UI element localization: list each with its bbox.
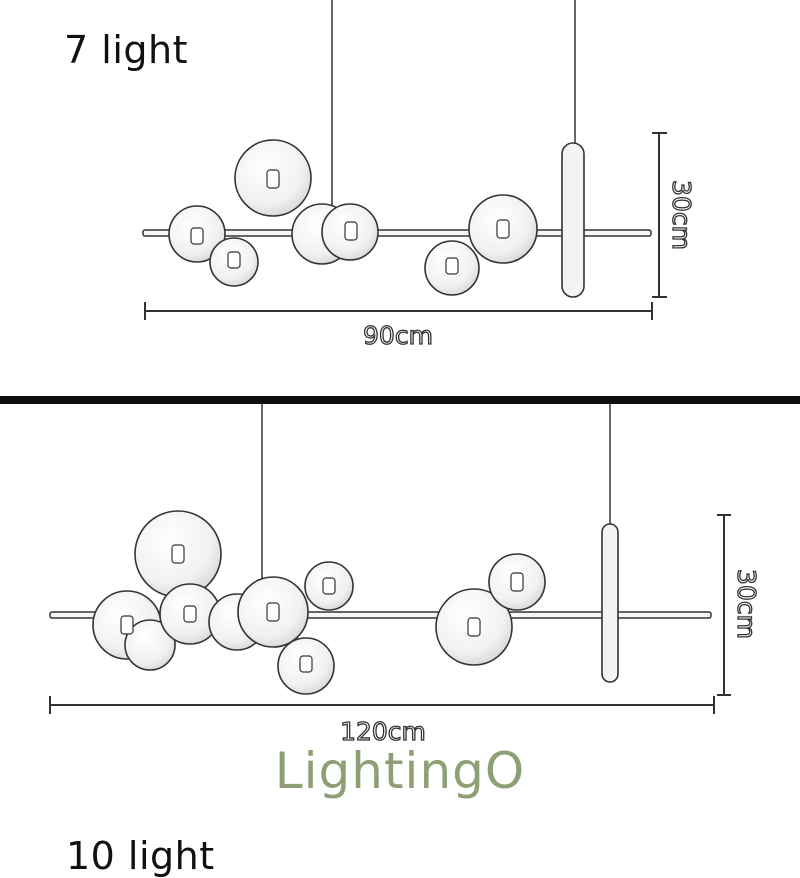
- width-label: 90cm: [363, 321, 433, 350]
- height-label: 30cm: [732, 569, 761, 639]
- chandelier-sketch: 90cm 30cm: [49, 0, 762, 747]
- bulb-socket: [120, 615, 134, 635]
- bulb-socket: [171, 544, 185, 564]
- bulb-socket: [299, 655, 313, 673]
- globe-cluster: [92, 510, 546, 695]
- bulb-socket: [344, 221, 358, 241]
- bulb-socket: [227, 251, 241, 269]
- bulb-socket: [445, 257, 459, 275]
- canopy-disc: [601, 523, 619, 683]
- bulb-socket: [183, 605, 197, 623]
- height-label: 30cm: [667, 180, 696, 250]
- fixture-7-light: [142, 0, 667, 320]
- width-dimension: [144, 302, 653, 320]
- bulb-sockets: [120, 544, 524, 673]
- bulb-socket: [467, 617, 481, 637]
- bulb-sockets: [190, 169, 510, 275]
- bulb-socket: [266, 602, 280, 622]
- height-dimension: [717, 514, 731, 696]
- glass-globe: [124, 619, 176, 671]
- brand-watermark: LightingO: [274, 742, 526, 800]
- bulb-socket: [510, 572, 524, 592]
- fixture-10-light: [49, 404, 731, 714]
- width-dimension: [49, 696, 715, 714]
- width-label: 120cm: [340, 717, 426, 746]
- chandelier-7-light-panel: 7 light: [0, 0, 800, 398]
- bulb-socket: [322, 577, 336, 595]
- height-dimension: [652, 132, 667, 298]
- panel-title-7-light: 7 light: [64, 28, 188, 72]
- panel-divider: [0, 396, 800, 404]
- bulb-socket: [190, 227, 204, 245]
- bulb-socket: [266, 169, 280, 189]
- panel-title-10-light: 10 light: [66, 834, 215, 878]
- bulb-socket: [496, 219, 510, 239]
- canopy-disc: [561, 142, 585, 298]
- globe-cluster: [168, 139, 538, 296]
